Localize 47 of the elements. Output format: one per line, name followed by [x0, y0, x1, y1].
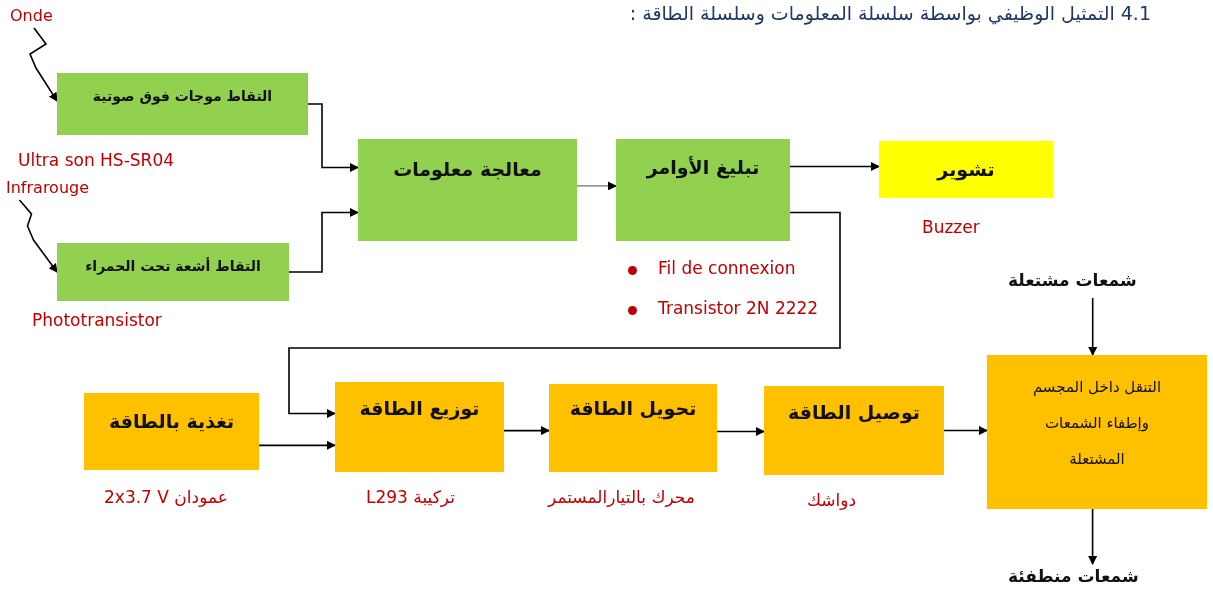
process-box: [335, 382, 504, 472]
process-box: [84, 393, 259, 470]
arrow: [576, 181, 617, 191]
node-label: شمعات مشتعلة: [1008, 270, 1137, 290]
box-label: معالجة معلومات: [393, 157, 542, 182]
component-caption: تركيبة L293: [366, 487, 455, 507]
box-label: التقاط أشعة تحت الحمراء: [85, 257, 261, 276]
component-caption: دواشك: [807, 490, 857, 510]
box-label: تحويل الطاقة: [569, 396, 697, 421]
node-label: Onde: [10, 6, 53, 25]
process-box: [57, 243, 289, 301]
arrow: [1088, 297, 1098, 356]
component-caption: Ultra son HS-SR04: [18, 150, 175, 170]
process-box: [549, 384, 717, 472]
component-caption: عمودان 2x3.7 V: [104, 487, 228, 507]
arrow: [288, 207, 359, 273]
process-box: [764, 386, 944, 475]
box-label: توصيل الطاقة: [788, 400, 920, 425]
arrow: [18, 199, 58, 273]
box-label: تغذية بالطاقة: [108, 409, 235, 434]
box-label: التنقل داخل المجسم وإطفاء الشمعات المشتعلة: [1031, 377, 1163, 470]
box-label: تشوير: [937, 157, 995, 182]
process-box: [879, 141, 1053, 198]
arrow: [258, 440, 336, 450]
component-caption: Phototransistor: [32, 310, 162, 330]
node-label: Infrarouge: [6, 178, 90, 197]
process-box: [358, 139, 577, 241]
arrow: [288, 211, 841, 418]
box-label: التقاط موجات فوق صوتية: [92, 87, 273, 106]
process-box: [57, 73, 308, 135]
process-box: [616, 139, 790, 241]
node-label: شمعات منطفئة: [1008, 566, 1139, 586]
arrow: [943, 426, 988, 435]
box-label: توزيع الطاقة: [359, 396, 480, 421]
arrow: [1088, 508, 1098, 565]
arrow: [29, 27, 58, 102]
arrow: [716, 427, 765, 436]
component-caption: Fil de connexion: [658, 258, 796, 278]
component-caption: محرك بالتيارالمستمر: [548, 487, 695, 507]
arrow: [307, 103, 359, 173]
component-caption: Buzzer: [922, 217, 980, 237]
arrow: [789, 162, 880, 172]
process-box: [987, 355, 1207, 509]
arrow: [503, 426, 550, 436]
box-label: تبليغ الأوامر: [646, 155, 760, 180]
component-caption: Transistor 2N 2222: [658, 298, 819, 318]
title: 4.1 التمثيل الوظيفي بواسطة سلسلة المعلومات وسلسلة الطاقة :: [629, 2, 1151, 24]
